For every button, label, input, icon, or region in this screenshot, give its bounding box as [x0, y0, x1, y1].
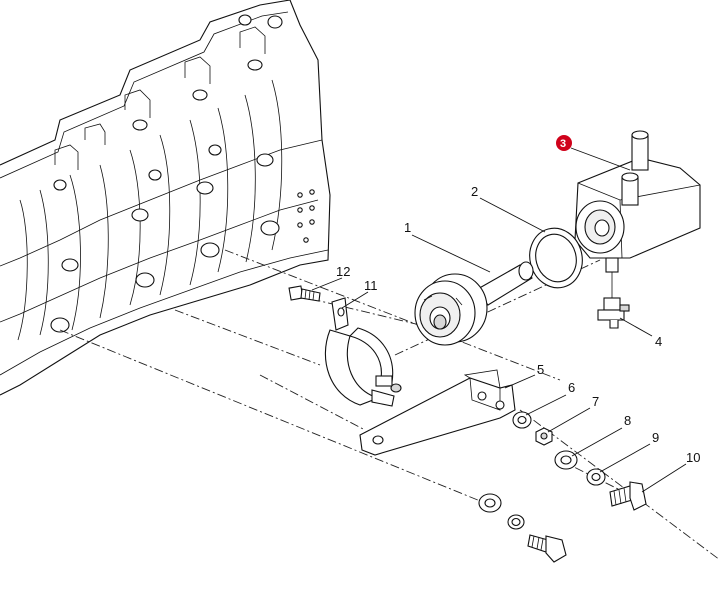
- shaft-pulley-part-1: [414, 261, 534, 346]
- cylinder-bays: [17, 79, 283, 341]
- callout-8: 8: [624, 413, 631, 428]
- callout-3: 3: [560, 138, 566, 150]
- lower-bolt: [527, 534, 567, 563]
- bolt-part-10: [609, 481, 647, 511]
- bolt-part-12: [288, 285, 321, 302]
- washer-part-8: [554, 450, 578, 470]
- lower-washers: [478, 493, 525, 530]
- callout-1: 1: [404, 220, 411, 235]
- callout-7: 7: [592, 394, 599, 409]
- clamp-part-11: [324, 297, 402, 407]
- block-bosses: [50, 14, 283, 333]
- callout-10: 10: [686, 450, 700, 465]
- o-ring-part-2: [529, 227, 583, 289]
- callout-2: 2: [471, 184, 478, 199]
- leader-lines: [311, 147, 687, 493]
- callout-5: 5: [537, 362, 544, 377]
- callout-11: 11: [364, 278, 378, 293]
- housing-part-3: [574, 130, 701, 273]
- drain-fitting-part-4: [597, 272, 630, 329]
- block-face-dots: [297, 189, 315, 243]
- nut-part-7: [535, 427, 553, 446]
- callout-4: 4: [655, 334, 662, 349]
- callout-6: 6: [568, 380, 575, 395]
- engine-block: [0, 0, 331, 396]
- callout-9: 9: [652, 430, 659, 445]
- washer-part-9: [586, 468, 606, 486]
- callout-labels: 1 2 3 4 5 6 7 8 9 10 11 12: [336, 135, 700, 465]
- block-top-brackets: [54, 26, 266, 170]
- washer-part-6: [512, 411, 532, 429]
- callout-12: 12: [336, 264, 350, 279]
- bracket-part-5: [359, 369, 516, 456]
- callout-3-badge: [556, 135, 572, 151]
